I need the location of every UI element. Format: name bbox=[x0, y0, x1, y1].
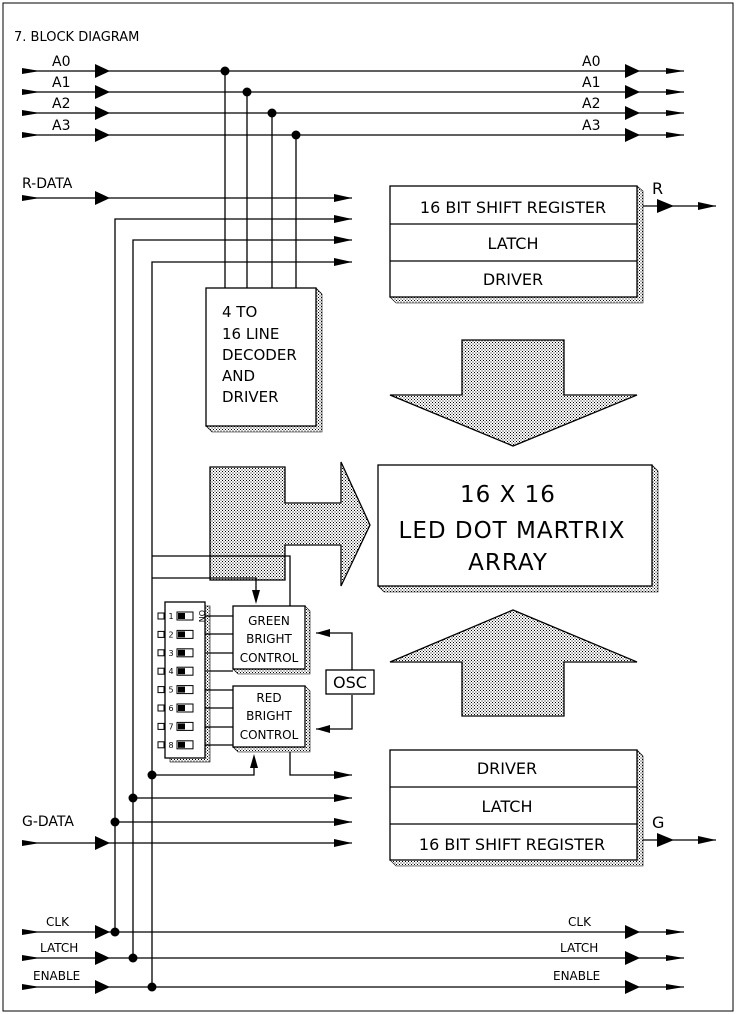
matrix-line-3: ARRAY bbox=[468, 550, 548, 576]
matrix-line-2: LED DOT MARTRIX bbox=[399, 518, 626, 544]
ctrl-in-enable: ENABLE bbox=[33, 969, 80, 983]
red-latch: LATCH bbox=[487, 234, 538, 253]
addr-out-label-2: A2 bbox=[582, 96, 600, 112]
dip-switch-row[interactable]: 5 bbox=[157, 685, 194, 695]
dip-pin-icon bbox=[157, 630, 165, 638]
dip-switch-row[interactable]: 8 bbox=[157, 740, 194, 750]
osc-label: OSC bbox=[333, 673, 367, 692]
green-latch: LATCH bbox=[481, 797, 532, 816]
g-output-label: G bbox=[652, 813, 664, 832]
dip-knob-icon bbox=[178, 631, 185, 638]
dip-knob-icon bbox=[178, 705, 185, 711]
decoder-line-1: 4 TO bbox=[222, 303, 257, 321]
addr-in-label-2: A2 bbox=[52, 96, 70, 112]
red-bright-line-1: RED bbox=[256, 691, 281, 705]
green-driver: DRIVER bbox=[477, 759, 537, 778]
dip-knob-icon bbox=[178, 723, 185, 730]
dip-pin-icon bbox=[157, 612, 165, 620]
green-bright-line-3: CONTROL bbox=[240, 651, 299, 665]
dip-switch-row[interactable]: 2 bbox=[157, 629, 194, 639]
r-output-label: R bbox=[652, 179, 663, 198]
addr-in-label-1: A1 bbox=[52, 75, 70, 91]
down-arrow bbox=[389, 339, 638, 447]
matrix-line-1: 16 X 16 bbox=[460, 482, 556, 508]
dip-knob-icon bbox=[178, 668, 185, 675]
dip-switch-number: 2 bbox=[168, 630, 173, 639]
dip-knob-icon bbox=[178, 649, 185, 656]
dip-knob-icon bbox=[178, 686, 185, 693]
red-bright-line-2: BRIGHT bbox=[246, 709, 292, 723]
dip-pin-icon bbox=[157, 741, 165, 749]
dip-switch bbox=[164, 601, 211, 763]
ctrl-out-clk: CLK bbox=[568, 915, 592, 929]
addr-out-label-1: A1 bbox=[582, 75, 600, 91]
green-register-stack bbox=[389, 749, 716, 867]
dip-pin-icon bbox=[157, 667, 165, 675]
led-matrix-block bbox=[377, 464, 659, 593]
dip-switch-number: 5 bbox=[168, 686, 173, 695]
dip-switch-number: 1 bbox=[168, 612, 173, 621]
r-data-signals bbox=[22, 191, 352, 985]
dip-switch-number: 7 bbox=[168, 722, 173, 731]
dip-pin-icon bbox=[157, 722, 165, 730]
diagram-title: 7. BLOCK DIAGRAM bbox=[14, 30, 139, 45]
decoder-line-4: AND bbox=[222, 367, 255, 385]
dip-switch-row[interactable]: 3 bbox=[157, 648, 194, 658]
decoder-line-3: DECODER bbox=[222, 346, 297, 364]
red-shift-register: 16 BIT SHIFT REGISTER bbox=[420, 198, 606, 217]
red-driver: DRIVER bbox=[483, 270, 543, 289]
dip-switch-number: 8 bbox=[168, 741, 173, 750]
dip-switch-rows: 1 2 3 4 5 6 7 8 bbox=[157, 611, 194, 750]
addr-out-label-0: A0 bbox=[582, 54, 600, 70]
addr-out-label-3: A3 bbox=[582, 118, 600, 134]
dip-switch-number: 4 bbox=[168, 667, 173, 676]
addr-in-label-3: A3 bbox=[52, 118, 70, 134]
addr-in-label-0: A0 bbox=[52, 54, 70, 70]
dip-switch-row[interactable]: 6 bbox=[157, 703, 194, 713]
address-bus bbox=[22, 64, 684, 288]
ctrl-out-latch: LATCH bbox=[560, 941, 598, 955]
control-bus bbox=[22, 925, 684, 994]
dip-pin-icon bbox=[157, 704, 165, 712]
red-register-stack bbox=[389, 185, 716, 304]
dip-knob-icon bbox=[178, 741, 185, 748]
dip-switch-row[interactable]: 1 bbox=[157, 611, 194, 621]
decoder-block bbox=[205, 287, 323, 433]
ctrl-in-clk: CLK bbox=[46, 915, 70, 929]
green-bright-line-1: GREEN bbox=[248, 614, 290, 628]
dip-switch-number: 3 bbox=[168, 649, 173, 658]
red-bright-line-3: CONTROL bbox=[240, 728, 299, 742]
r-data-label: R-DATA bbox=[22, 176, 73, 192]
g-data-label: G-DATA bbox=[22, 814, 74, 830]
decoder-line-5: DRIVER bbox=[222, 388, 279, 406]
dip-pin-icon bbox=[157, 649, 165, 657]
switch-on-label: ON bbox=[197, 610, 206, 622]
dip-pin-icon bbox=[157, 686, 165, 694]
dip-switch-number: 6 bbox=[168, 704, 173, 713]
green-bright-line-2: BRIGHT bbox=[246, 632, 292, 646]
dip-switch-row[interactable]: 7 bbox=[157, 721, 194, 731]
dip-knob-icon bbox=[178, 613, 185, 619]
g-data-signals bbox=[22, 793, 352, 850]
right-arrow bbox=[209, 461, 371, 587]
ctrl-in-latch: LATCH bbox=[40, 941, 78, 955]
green-shift-register: 16 BIT SHIFT REGISTER bbox=[419, 835, 605, 854]
dip-switch-row[interactable]: 4 bbox=[157, 666, 194, 676]
ctrl-out-enable: ENABLE bbox=[553, 969, 600, 983]
decoder-line-2: 16 LINE bbox=[222, 325, 279, 343]
up-arrow bbox=[389, 609, 638, 717]
